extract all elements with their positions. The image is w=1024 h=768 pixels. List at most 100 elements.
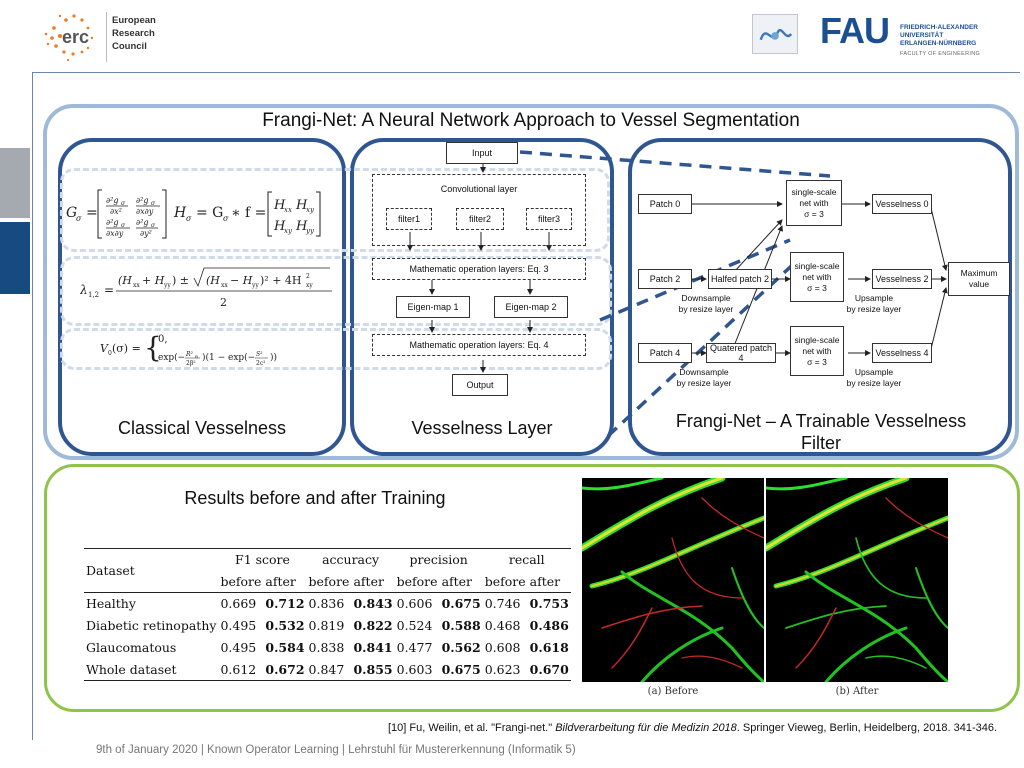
label-frangi: Frangi-Net – A Trainable Vesselness Filt… [675, 411, 967, 453]
svg-text:2: 2 [306, 273, 310, 280]
svg-text:xy: xy [306, 282, 313, 289]
svg-text:σ: σ [223, 214, 229, 223]
svg-text:∗ f =: ∗ f = [231, 205, 266, 221]
cell: 0.623 [484, 661, 521, 677]
sub-after: after [529, 573, 561, 589]
svg-text:H: H [273, 198, 286, 213]
cell: 0.712 [265, 596, 305, 612]
sub-before: before [484, 573, 526, 589]
svg-text:S²: S² [256, 351, 263, 358]
svg-text:xx: xx [133, 282, 140, 289]
svg-text:− H: − H [230, 274, 253, 287]
row-name: Whole dataset [86, 661, 177, 677]
sub-before: before [308, 573, 350, 589]
svg-text:σ: σ [151, 222, 156, 229]
svg-text:2c²: 2c² [256, 360, 266, 367]
caption-after: (b) After [835, 686, 879, 697]
patch0-box: Patch 0 [638, 194, 692, 214]
fau-logo: FAU [820, 10, 890, 51]
svg-text:erc: erc [62, 27, 89, 47]
cell: 0.669 [220, 596, 257, 612]
row-name: Glaucomatous [86, 640, 177, 655]
svg-text:σ: σ [186, 214, 192, 223]
cell: 0.584 [265, 640, 305, 655]
svg-text:B: B [195, 354, 198, 359]
filter1-box: filter1 [386, 208, 432, 230]
cell: 0.753 [529, 596, 569, 612]
svg-text:H: H [295, 219, 308, 234]
metric-accuracy: accuracy [322, 552, 380, 568]
svg-text:2β²: 2β² [186, 360, 196, 367]
outer-box [43, 104, 1019, 460]
slide-frame [32, 72, 1020, 740]
cell: 0.495 [220, 640, 257, 655]
cell: 0.836 [308, 596, 345, 612]
cell: 0.588 [441, 618, 481, 633]
svg-text:σ: σ [121, 222, 126, 229]
cell: 0.608 [484, 640, 521, 655]
dash-band-1 [60, 168, 610, 252]
cell: 0.675 [441, 661, 481, 677]
svg-text:H: H [295, 198, 308, 213]
side-bar-grey [0, 148, 30, 218]
vesselness4-box: Vesselness 4 [872, 343, 932, 363]
svg-text:{: { [144, 331, 162, 364]
cell: 0.847 [308, 661, 345, 677]
svg-text:H: H [173, 205, 187, 221]
svg-text:∂²g: ∂²g [136, 196, 148, 205]
main-title: Frangi-Net: A Neural Network Approach to… [262, 110, 800, 131]
svg-text:exp(−: exp(− [158, 352, 185, 363]
lme-logo [752, 14, 798, 54]
cell: 0.606 [396, 596, 433, 612]
before-image [582, 478, 764, 682]
cell: 0.495 [220, 618, 257, 633]
svg-text:∂x²: ∂x² [110, 207, 122, 216]
caption-before: (a) Before [647, 686, 699, 697]
svg-text:∂x∂y: ∂x∂y [106, 229, 124, 238]
cell: 0.855 [353, 661, 393, 677]
eigen1-box: Eigen-map 1 [396, 296, 470, 318]
cell: 0.603 [396, 661, 433, 677]
svg-text:)(1 − exp(−: )(1 − exp(− [202, 352, 255, 363]
svg-text:xx: xx [221, 282, 228, 289]
svg-text:=: = [104, 283, 114, 297]
svg-text:(H: (H [206, 274, 220, 287]
erc-logo: erc [44, 14, 94, 62]
results-title: Results before and after Training [184, 488, 446, 508]
erc-divider [106, 12, 107, 62]
eigen2-box: Eigen-map 2 [494, 296, 568, 318]
svg-text:)² + 4H: )² + 4H [260, 274, 302, 287]
patch4-box: Patch 4 [638, 343, 692, 363]
filter3-box: filter3 [526, 208, 572, 230]
sub-after: after [441, 573, 473, 589]
reference: [10] Fu, Weilin, et al. "Frangi-net." Bi… [388, 722, 998, 734]
cell: 0.618 [529, 640, 569, 655]
cell: 0.838 [308, 640, 345, 655]
label-classical: Classical Vesselness [117, 418, 287, 438]
svg-text:σ: σ [151, 200, 156, 207]
svg-text:H: H [273, 219, 286, 234]
patch2-box: Patch 2 [638, 269, 692, 289]
svg-text:xy: xy [284, 227, 293, 235]
conv-group [372, 174, 586, 246]
dash-band-3 [60, 328, 612, 370]
cell: 0.486 [529, 618, 569, 633]
col-dataset: Dataset [86, 563, 135, 578]
svg-text:∂y²: ∂y² [140, 229, 152, 238]
svg-text:(σ) =: (σ) = [112, 342, 141, 355]
svg-text:2: 2 [220, 296, 227, 309]
svg-text:σ: σ [76, 214, 82, 223]
sub-after: after [265, 573, 296, 589]
halfed-patch-box: Halfed patch 2 [708, 269, 772, 289]
